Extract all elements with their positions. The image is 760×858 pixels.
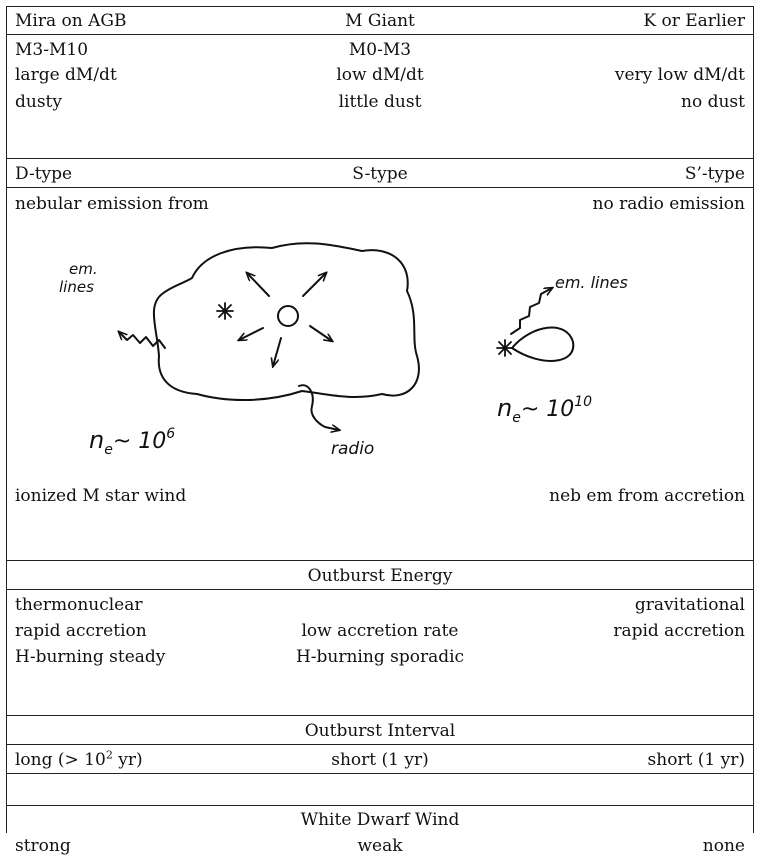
dust-col2: little dust: [338, 92, 422, 112]
rule-energy-title: [7, 589, 753, 590]
origin-left: ionized M star wind: [15, 486, 187, 506]
energy-title: Outburst Energy: [307, 566, 453, 586]
energy-r2-col1: rapid accretion: [15, 621, 147, 641]
rule-header: [7, 34, 753, 35]
central-star-circle: [277, 305, 299, 327]
dust-row: dusty little dust no dust: [7, 90, 753, 114]
em-line-wave-right: [510, 288, 552, 335]
dust-col3: no dust: [681, 92, 745, 112]
radio-wave: [298, 384, 339, 430]
comparison-table: Mira on AGB M Giant K or Earlier M3-M10 …: [6, 6, 754, 856]
em-line-wave-left: [119, 332, 166, 349]
interval-row: long (> 102 yr) short (1 yr) short (1 yr…: [7, 748, 753, 772]
header-m-giant: M Giant: [345, 11, 415, 31]
nebula-boundary: [152, 242, 420, 401]
massloss-row: large dM/dt low dM/dt very low dM/dt: [7, 63, 753, 87]
types-row: D-type S-type S’-type: [7, 162, 753, 186]
energy-r1-col3: gravitational: [634, 595, 745, 615]
massloss-col3: very low dM/dt: [614, 65, 745, 85]
wind-col2: weak: [357, 836, 403, 856]
wind-row: strong weak none: [7, 834, 753, 858]
wind-col3: none: [702, 836, 745, 856]
interval-title-row: Outburst Interval: [7, 719, 753, 743]
spectral-row: M3-M10 M0-M3: [7, 38, 753, 62]
rule-section-4: [7, 805, 753, 806]
energy-r3-col1: H-burning steady: [15, 647, 166, 667]
rule-interval-values: [7, 773, 753, 774]
rule-section-1: [7, 158, 753, 159]
interval-col1: long (> 102 yr): [15, 748, 143, 770]
hot-star-right: [496, 339, 514, 357]
rule-section-2: [7, 560, 753, 561]
energy-title-row: Outburst Energy: [7, 564, 753, 588]
massloss-col1: large dM/dt: [15, 65, 117, 85]
ne-left: ne~ 106: [89, 426, 175, 458]
energy-r2-col3: rapid accretion: [613, 621, 745, 641]
interval-col2: short (1 yr): [331, 750, 429, 770]
rule-section-3: [7, 715, 753, 716]
nebula-sketch: em. lines ne~ 106 radio em. lines ne~ 10…: [59, 242, 628, 459]
interval-col3: short (1 yr): [647, 750, 745, 770]
energy-r2-col2: low accretion rate: [301, 621, 459, 641]
emission-right: no radio emission: [592, 194, 746, 214]
wind-title-row: White Dwarf Wind: [7, 808, 753, 832]
header-mira: Mira on AGB: [15, 11, 127, 31]
em-lines-right: em. lines: [555, 273, 628, 292]
interval-title: Outburst Interval: [304, 721, 456, 741]
em-lines-left-2: lines: [59, 278, 94, 296]
wind-title: White Dwarf Wind: [300, 810, 460, 830]
rule-interval-title: [7, 744, 753, 745]
spectral-col2: M0-M3: [348, 40, 412, 60]
energy-row-3: H-burning steady H-burning sporadic: [7, 645, 753, 669]
energy-row-2: rapid accretion low accretion rate rapid…: [7, 619, 753, 643]
rule-types: [7, 187, 753, 188]
spectral-col1: M3-M10: [15, 40, 89, 60]
type-s-prime: S’-type: [684, 164, 745, 184]
energy-row-1: thermonuclear gravitational: [7, 593, 753, 617]
header-k-earlier: K or Earlier: [643, 11, 745, 31]
origin-right: neb em from accretion: [549, 486, 745, 506]
em-lines-left-1: em.: [69, 260, 98, 278]
emission-row: nebular emission from no radio emission: [7, 192, 753, 216]
accretion-loop: [511, 326, 575, 362]
massloss-col2: low dM/dt: [336, 65, 424, 85]
origin-row: ionized M star wind neb em from accretio…: [7, 484, 753, 508]
ne-right: ne~ 1010: [497, 394, 592, 426]
radio-label: radio: [331, 439, 374, 459]
energy-r3-col2: H-burning sporadic: [295, 647, 465, 667]
emission-left: nebular emission from: [15, 194, 209, 214]
dust-col1: dusty: [15, 92, 62, 112]
giant-star-left: [216, 302, 234, 320]
type-s: S-type: [352, 164, 408, 184]
type-d: D-type: [15, 164, 73, 184]
rule-top: [7, 6, 753, 7]
energy-r1-col1: thermonuclear: [15, 595, 143, 615]
header-row: Mira on AGB M Giant K or Earlier: [7, 9, 753, 33]
